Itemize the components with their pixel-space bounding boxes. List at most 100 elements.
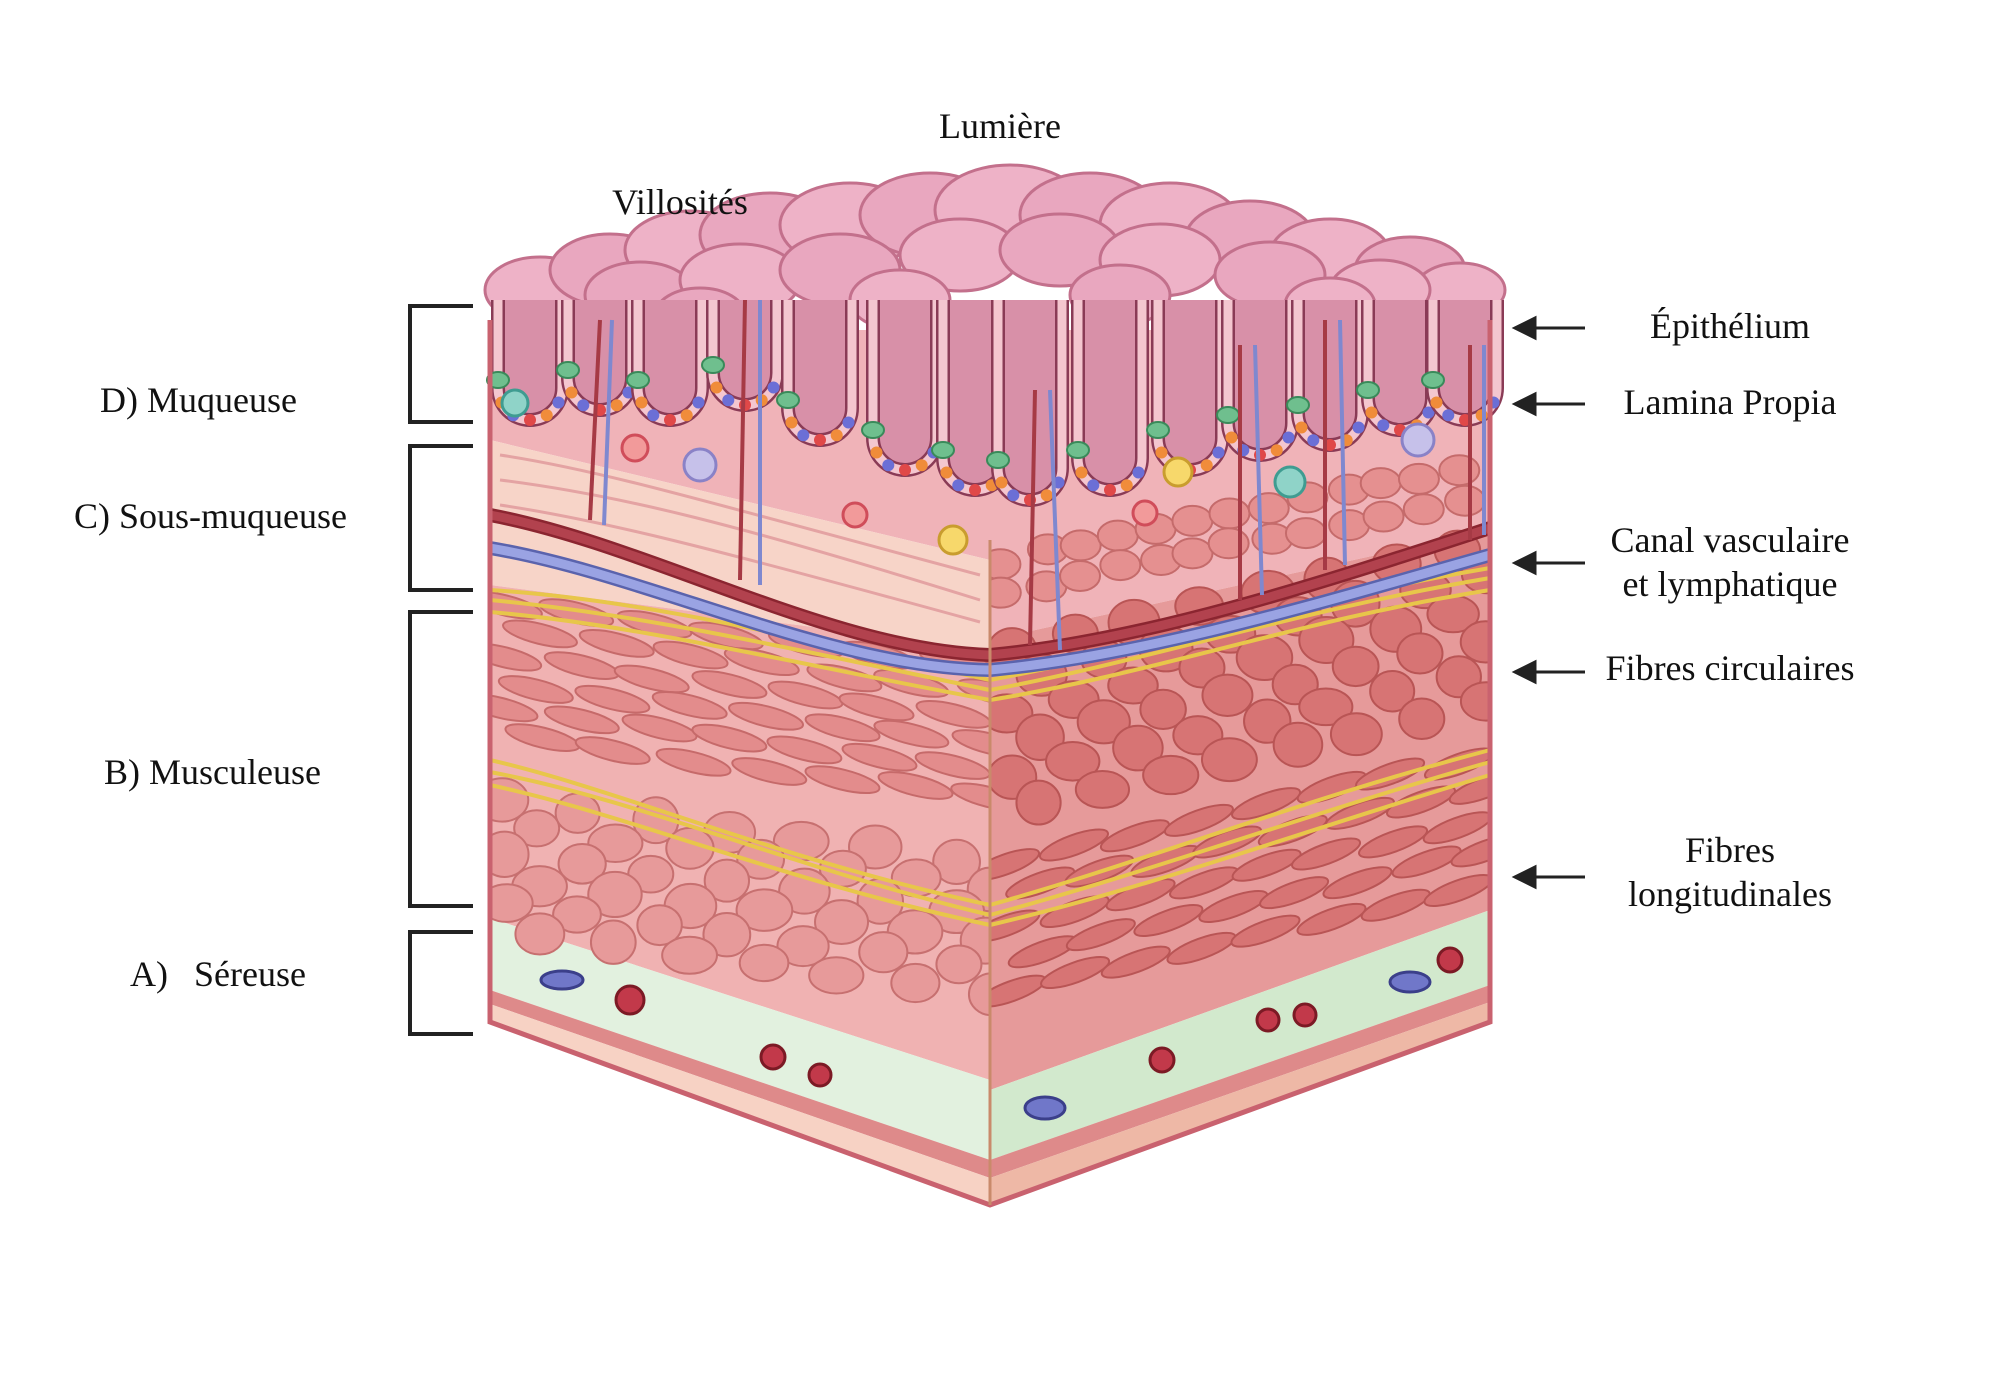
label-musculeuse-letter: B): [104, 752, 140, 792]
epithelial-cell: [767, 381, 780, 394]
epithelial-cell: [524, 414, 536, 426]
goblet-cell: [1356, 381, 1380, 399]
label-sous-muqueuse-letter: C): [74, 496, 110, 536]
epithelial-cell: [842, 416, 855, 429]
label-epithelium: Épithélium: [1650, 306, 1810, 346]
submucosa-cell: [1059, 529, 1102, 562]
muscle-fiber: [1391, 845, 1462, 879]
submucosa-cell: [1099, 549, 1142, 582]
goblet-cell: [986, 451, 1010, 469]
label-musculeuse-text: Musculeuse: [149, 752, 321, 792]
epithelial-cell: [1007, 489, 1020, 502]
muscle-fiber-cross: [1235, 634, 1294, 682]
epithelial-cell: [1087, 479, 1100, 492]
epithelial-cell: [899, 464, 911, 476]
muscle-fiber: [877, 771, 954, 800]
immune-cells: [500, 388, 1436, 556]
epithelial-cell: [1422, 406, 1435, 419]
epithelial-cell: [722, 394, 735, 407]
muscle-fiber: [655, 747, 732, 777]
villus-loop: [1071, 300, 1149, 497]
epithelial-cell: [830, 429, 843, 442]
muscle-fiber: [1386, 785, 1457, 819]
epithelial-cell: [577, 399, 590, 412]
muscle-fiber-cross: [1074, 770, 1131, 809]
muscle-fiber: [574, 684, 651, 714]
villus-loop: [1426, 300, 1504, 427]
muscle-fiber: [1358, 825, 1429, 859]
goblet-cell: [1146, 421, 1170, 439]
label-lumiere: Lumière: [939, 106, 1061, 146]
left-serosa-edge1: [490, 990, 990, 1178]
muscle-fiber-cross: [636, 904, 683, 947]
muscle-fiber: [1360, 888, 1431, 922]
epithelial-cell: [1212, 446, 1225, 459]
muscle-fiber-cross: [1331, 645, 1380, 688]
muscle-fiber-cross: [1459, 620, 1490, 664]
muscle-fiber-cross: [738, 943, 790, 983]
epithelial-cell: [552, 396, 565, 409]
serosa-cells: [539, 946, 1464, 1121]
muscle-fiber: [950, 782, 990, 812]
muscle-fiber: [806, 663, 883, 693]
label-muqueuse-text: Muqueuse: [147, 380, 297, 420]
muscle-fiber-cross: [513, 809, 561, 848]
muscle-fiber: [1163, 803, 1234, 837]
muscle-fiber-cross: [702, 912, 752, 958]
submucosa-cell: [1207, 527, 1250, 560]
muscle-fiber-cross: [703, 858, 751, 903]
muscle-fiber-cross: [967, 972, 990, 1017]
epithelial-cell: [952, 479, 965, 492]
muscle-fiber: [613, 664, 690, 694]
muscle-fiber: [1005, 866, 1076, 900]
goblet-cell: [1286, 396, 1310, 414]
label-muqueuse: D) Muqueuse: [100, 378, 297, 422]
submucosa-cell: [1171, 537, 1214, 570]
muscle-fiber: [1230, 914, 1301, 948]
villi: [483, 163, 1507, 507]
muscle-fiber: [1231, 787, 1302, 821]
epithelial-cell: [1282, 431, 1295, 444]
epithelial-cell: [870, 446, 883, 459]
muscle-fiber-cross: [1107, 666, 1159, 705]
label-canal-line1: Canal vasculaire: [1610, 520, 1850, 560]
submucosa-cell: [1359, 467, 1402, 500]
epithelial-cell: [1307, 434, 1320, 447]
epithelial-cell: [797, 429, 810, 442]
epithelial-cell: [1295, 421, 1308, 434]
muscle-fiber: [1038, 828, 1109, 862]
epithelial-cell: [664, 414, 676, 426]
muscle-fiber: [490, 693, 539, 723]
epithelial-cell: [647, 409, 660, 422]
epithelial-cell: [1442, 409, 1455, 422]
muscle-fiber: [728, 701, 804, 731]
muscle-fiber: [490, 642, 543, 672]
epithelial-cell: [1132, 466, 1145, 479]
muscle-fiber: [1039, 895, 1110, 929]
muscle-fiber-cross: [1139, 688, 1187, 731]
muscle-fiber-cross: [1329, 712, 1383, 757]
muscle-fiber: [723, 647, 800, 676]
epithelial-cell: [1377, 419, 1390, 432]
bracket-sous-muqueuse: [408, 444, 473, 592]
label-sereuse-text: Séreuse: [194, 954, 306, 994]
submucosa-cell: [1397, 462, 1440, 495]
muscle-fiber-cross: [1459, 681, 1490, 722]
muscle-fiber: [621, 713, 698, 743]
muscle-fiber: [1423, 747, 1490, 781]
muscle-fiber-cross: [1142, 754, 1200, 796]
epithelial-cell: [785, 416, 798, 429]
muscle-fiber-cross: [1298, 687, 1354, 727]
left-submucosa-texture: [499, 453, 981, 624]
muscle-fiber: [838, 692, 915, 722]
left-serosa: [490, 918, 990, 1160]
muscle-fiber: [497, 675, 574, 704]
villus-loop: [1361, 300, 1439, 437]
muscle-fiber: [1423, 874, 1490, 907]
epithelial-cell: [1075, 466, 1088, 479]
epithelial-cell: [1155, 446, 1168, 459]
muscle-fiber: [1099, 819, 1170, 853]
label-canal-line2: et lymphatique: [1622, 564, 1838, 604]
label-fibres-circulaires: Fibres circulaires: [1605, 648, 1855, 688]
muscle-fiber: [841, 742, 918, 772]
